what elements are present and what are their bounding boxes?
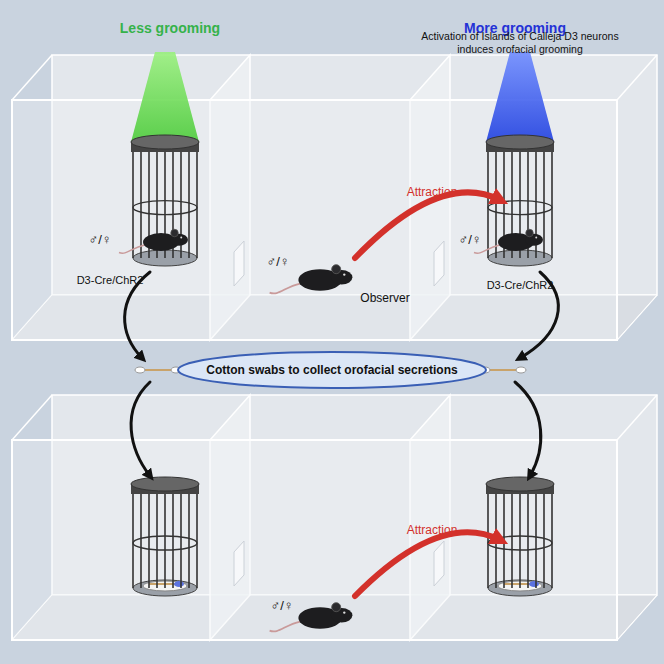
sex-label: ♂/♀ [270, 598, 293, 614]
flow-arrow [355, 532, 500, 596]
three-chamber-box [12, 55, 657, 340]
note: Activation of Islands of Calleja D3 neur… [408, 30, 633, 55]
flow-arrow [515, 382, 541, 476]
flow-arrow [355, 192, 500, 258]
genotype-label: D3-Cre/ChR2 [487, 279, 554, 292]
arrow-label: Attraction [407, 523, 458, 537]
mouse [474, 229, 543, 253]
genotype-label: D3-Cre/ChR2 [77, 274, 144, 287]
condition-title: Less grooming [120, 20, 220, 37]
cotton-swab [135, 367, 181, 373]
cage [131, 477, 199, 596]
sex-label: ♂/♀ [266, 254, 289, 270]
sex-label: ♂/♀ [458, 232, 481, 248]
role-label: Observer [360, 291, 409, 305]
node-text: Cotton swabs to collect orofacial secret… [206, 363, 457, 377]
mouse [119, 229, 188, 253]
sex-label: ♂/♀ [88, 232, 111, 248]
arrow-label: Attraction [407, 185, 458, 199]
light-cone [486, 52, 554, 142]
light-cone [131, 52, 199, 142]
process-ellipse: Cotton swabs to collect orofacial secret… [176, 350, 488, 390]
three-chamber-box [12, 395, 657, 640]
flow-arrow [131, 382, 150, 476]
